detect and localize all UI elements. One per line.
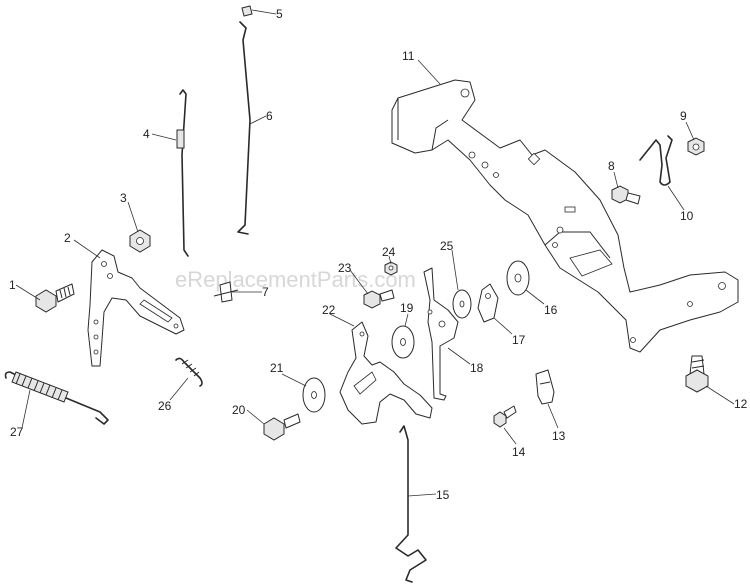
part-20-bolt [263, 413, 301, 441]
callout-9: 9 [680, 109, 687, 123]
callout-7: 7 [262, 285, 269, 299]
part-7-swivel [213, 281, 239, 303]
part-6-rod [237, 21, 251, 235]
part-15-link-rod [395, 425, 427, 583]
part-21-washer [302, 377, 326, 413]
part-3-nut [129, 229, 151, 253]
part-17-bracket [477, 283, 499, 323]
part-26-spring [175, 357, 203, 387]
callout-13: 13 [552, 429, 566, 443]
callout-20: 20 [232, 403, 246, 417]
callout-6: 6 [266, 109, 273, 123]
callout-19: 19 [400, 301, 414, 315]
part-16-washer [506, 260, 530, 296]
part-4-rod [176, 89, 189, 257]
part-12-bolt [685, 355, 709, 393]
part-14-screw [493, 405, 517, 428]
part-19-washer [391, 325, 415, 359]
part-8-bolt [611, 185, 641, 205]
callout-3: 3 [120, 191, 127, 205]
part-25-washer [452, 289, 472, 319]
callout-24: 24 [382, 245, 396, 259]
part-27-extension-spring [4, 371, 109, 425]
callout-17: 17 [512, 333, 526, 347]
callout-15: 15 [436, 488, 450, 502]
part-13-clip [535, 369, 555, 405]
callout-2: 2 [64, 231, 71, 245]
part-1-bolt [35, 283, 75, 313]
callout-1: 1 [9, 278, 16, 292]
callout-14: 14 [512, 445, 526, 459]
callout-27: 27 [10, 425, 24, 439]
watermark-text: eReplacementParts.com [175, 267, 416, 292]
callout-11: 11 [402, 49, 415, 63]
callout-labels: 1 2 3 4 5 6 7 8 9 10 11 12 13 14 15 16 1… [9, 7, 748, 502]
part-23-bolt [363, 289, 395, 309]
part-18-lever-arm [423, 267, 459, 401]
callout-10: 10 [680, 209, 694, 223]
callout-25: 25 [440, 239, 454, 253]
part-5-clip [241, 5, 253, 17]
callout-16: 16 [544, 303, 558, 317]
callout-22: 22 [322, 303, 336, 317]
part-9-nut [687, 137, 705, 156]
callout-23: 23 [338, 261, 352, 275]
callout-18: 18 [470, 361, 484, 375]
callout-8: 8 [608, 159, 615, 173]
callout-26: 26 [158, 399, 172, 413]
leader-lines [15, 9, 735, 497]
part-22-control-bracket [339, 321, 433, 425]
callout-21: 21 [270, 361, 284, 375]
callout-4: 4 [143, 127, 150, 141]
part-10-spring [639, 135, 673, 186]
part-24-nut [384, 261, 398, 276]
part-2-control-lever [87, 249, 185, 367]
part-11-main-bracket [391, 79, 739, 353]
callout-5: 5 [276, 7, 283, 21]
callout-12: 12 [734, 397, 748, 411]
